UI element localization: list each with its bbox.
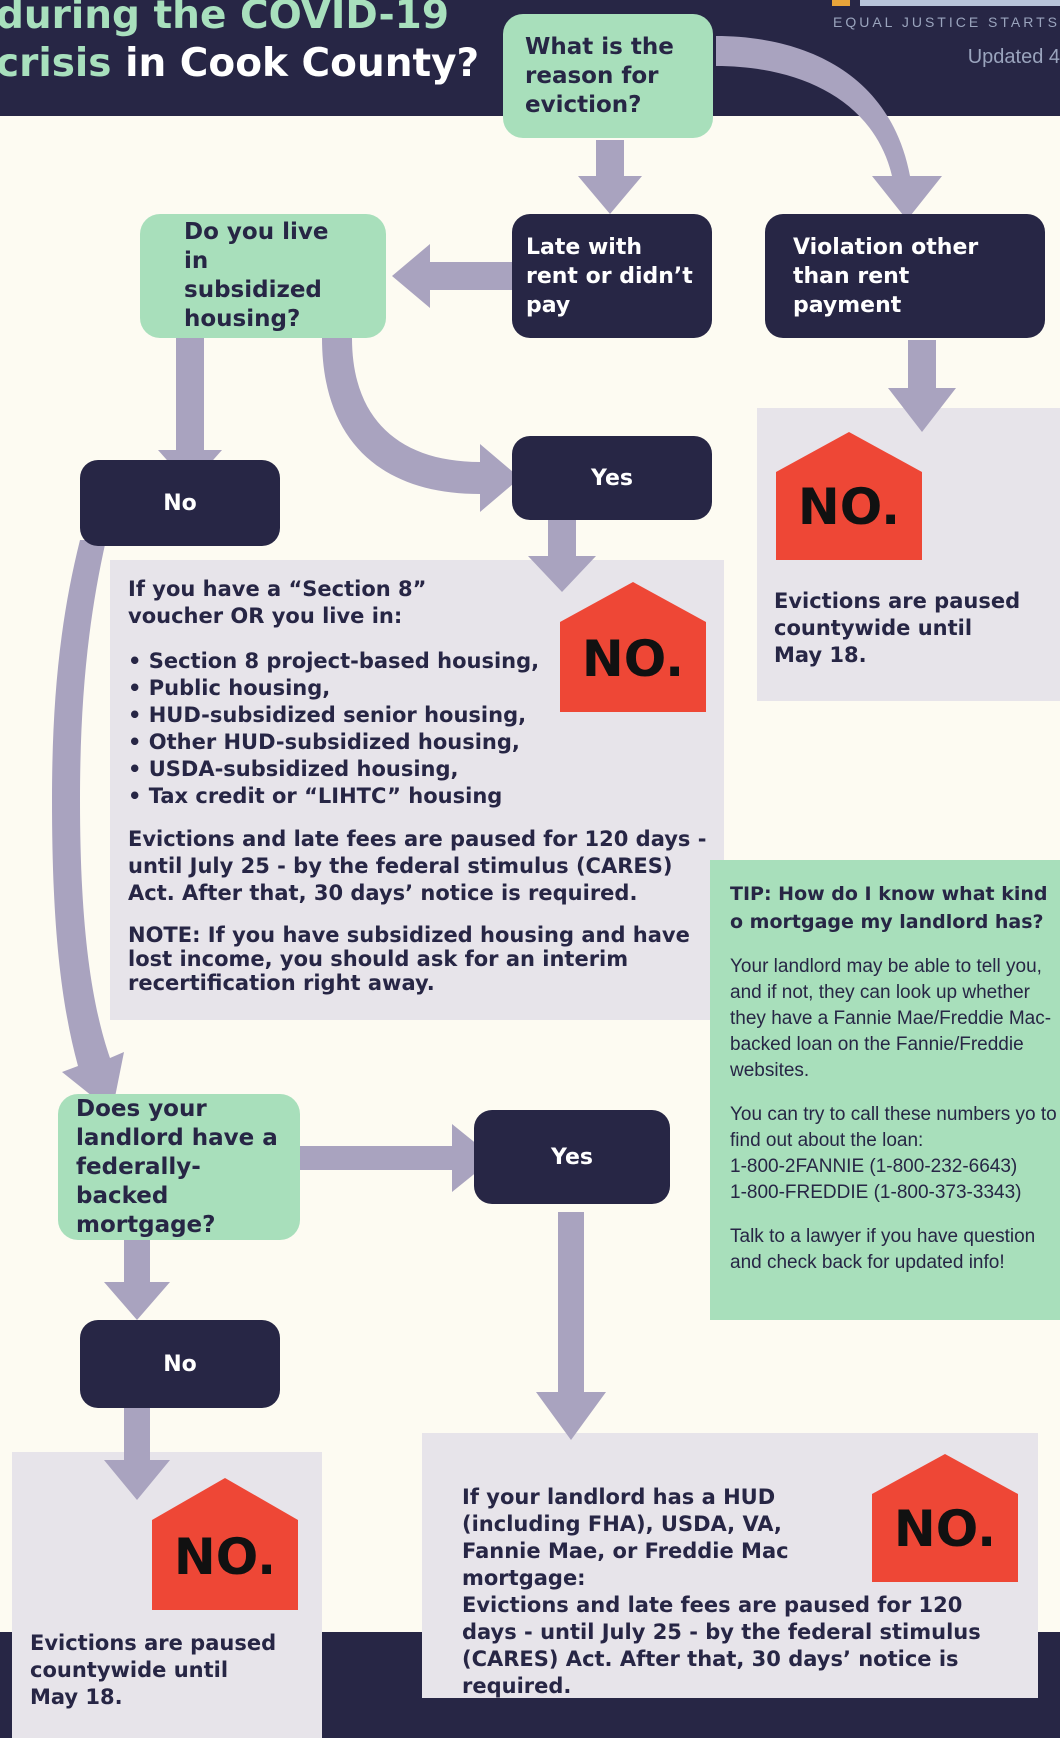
question-federal-mortgage: Does your landlord have a federally-back… bbox=[58, 1094, 300, 1240]
node-late-rent: Late with rent or didn’t pay bbox=[512, 214, 712, 338]
tip-title: TIP: How do I know what kind o mortgage … bbox=[730, 883, 1048, 933]
page-title: during the COVID-19 crisis in Cook Count… bbox=[0, 0, 496, 88]
arrow-violation-to-no-stamp bbox=[888, 340, 956, 432]
updated-date: Updated 4 bbox=[967, 46, 1060, 68]
section8-list-item: Other HUD-subsidized housing, bbox=[128, 729, 568, 756]
mortgage-question-text: Does your landlord have a federally-back… bbox=[76, 1095, 278, 1238]
section8-list-item: USDA-subsidized housing, bbox=[128, 756, 568, 783]
title-line-1: during the COVID-19 bbox=[0, 0, 449, 38]
yes-label: Yes bbox=[551, 1144, 593, 1170]
no-stamp-violation: NO. bbox=[776, 432, 922, 560]
house-shape-icon bbox=[776, 432, 922, 560]
arrow-yes-to-no-stamp bbox=[528, 520, 596, 592]
arrow-subsidized-to-yes bbox=[322, 338, 520, 512]
arrow-mortgage-to-yes bbox=[300, 1124, 494, 1192]
no-stamp-mortgage: NO. bbox=[872, 1454, 1018, 1582]
no-mortgage-result-text: Evictions are paused countywide until Ma… bbox=[30, 1631, 277, 1709]
no-stamp-subsidized: NO. bbox=[560, 582, 706, 712]
section8-intro: If you have a “Section 8” voucher OR you… bbox=[128, 577, 427, 628]
violation-text: Violation other than rent payment bbox=[793, 234, 979, 318]
mortgage-result-intro: If your landlord has a HUD (including FH… bbox=[462, 1485, 789, 1590]
house-shape-icon bbox=[152, 1478, 298, 1610]
node-violation: Violation other than rent payment bbox=[765, 214, 1045, 338]
node-no-subsidized: No bbox=[80, 460, 280, 546]
section8-list-item: Section 8 project-based housing, bbox=[128, 648, 568, 675]
section8-list-item: Tax credit or “LIHTC” housing bbox=[128, 783, 568, 810]
tip-para2: You can try to call these numbers yo to … bbox=[730, 1104, 1057, 1151]
tip-panel bbox=[710, 860, 1060, 1320]
tip-content: TIP: How do I know what kind o mortgage … bbox=[730, 880, 1060, 1276]
title-highlight: crisis bbox=[0, 41, 112, 86]
logo-bar bbox=[860, 0, 1060, 6]
node-yes-subsidized: Yes bbox=[512, 436, 712, 520]
house-shape-icon bbox=[872, 1454, 1018, 1582]
mortgage-result-paused: Evictions and late fees are paused for 1… bbox=[462, 1593, 981, 1698]
violation-result-text: Evictions are paused countywide until Ma… bbox=[774, 589, 1021, 667]
section8-list: Section 8 project-based housing,Public h… bbox=[128, 648, 568, 810]
section8-list-item: Public housing, bbox=[128, 675, 568, 702]
tip-para1: Your landlord may be able to tell you, a… bbox=[730, 956, 1052, 1081]
logo-mark bbox=[832, 0, 850, 6]
no-stamp-no-mortgage: NO. bbox=[152, 1478, 298, 1610]
no-stamp-text: NO. bbox=[581, 630, 685, 688]
no-label: No bbox=[163, 1351, 197, 1377]
arrow-yes-to-mortgage-result bbox=[536, 1212, 606, 1440]
arrow-mortgage-to-no bbox=[104, 1240, 170, 1320]
no-stamp-text: NO. bbox=[173, 1528, 277, 1586]
question-subsidized-housing: Do you live in subsidized housing? bbox=[140, 214, 386, 338]
no-label: No bbox=[163, 490, 197, 516]
tip-phone-fannie: 1-800-2FANNIE (1-800-232-6643) bbox=[730, 1156, 1018, 1177]
section8-text: If you have a “Section 8” voucher OR you… bbox=[128, 576, 718, 995]
yes-label: Yes bbox=[591, 465, 633, 491]
arrow-reason-to-violation bbox=[716, 36, 942, 220]
no-stamp-text: NO. bbox=[797, 478, 901, 536]
late-rent-text: Late with rent or didn’t pay bbox=[526, 234, 693, 318]
section8-note: NOTE: If you have subsidized housing and… bbox=[128, 923, 690, 995]
arrow-reason-to-late-rent bbox=[578, 140, 642, 214]
question-reason-text: What is the reason for eviction? bbox=[525, 33, 674, 118]
section8-paused: Evictions and late fees are paused for 1… bbox=[128, 827, 707, 905]
brand-tagline: EQUAL JUSTICE STARTS bbox=[833, 14, 1060, 30]
no-stamp-text: NO. bbox=[893, 1500, 997, 1558]
section8-list-item: HUD-subsidized senior housing, bbox=[128, 702, 568, 729]
title-rest: in Cook County? bbox=[111, 41, 480, 86]
arrow-no-to-mortgage-question bbox=[52, 540, 124, 1112]
node-no-mortgage: No bbox=[80, 1320, 280, 1408]
house-shape-icon bbox=[560, 582, 706, 712]
arrow-no-to-no-stamp bbox=[104, 1408, 170, 1500]
question-reason-for-eviction: What is the reason for eviction? bbox=[503, 14, 713, 138]
tip-para3: Talk to a lawyer if you have question an… bbox=[730, 1226, 1036, 1273]
node-yes-mortgage: Yes bbox=[474, 1110, 670, 1204]
arrow-late-rent-to-subsidized bbox=[392, 244, 512, 308]
tip-phone-freddie: 1-800-FREDDIE (1-800-373-3343) bbox=[730, 1182, 1022, 1203]
subsidized-question-text: Do you live in subsidized housing? bbox=[184, 219, 329, 332]
arrow-subsidized-to-no bbox=[158, 338, 222, 486]
